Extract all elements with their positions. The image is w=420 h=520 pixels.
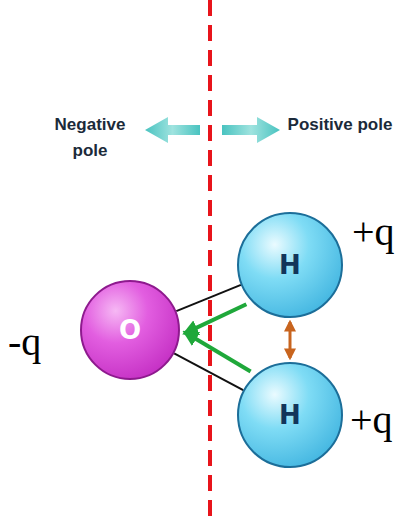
- atom-symbol: H: [279, 400, 301, 430]
- atom-symbol: H: [279, 250, 301, 280]
- atom-symbol: O: [119, 315, 141, 345]
- atom-circle: H: [237, 212, 343, 318]
- atom-circle: H: [237, 362, 343, 468]
- divider-line: [208, 0, 212, 520]
- pole-label: Negative pole: [35, 112, 145, 165]
- pole-label: Positive pole: [285, 112, 395, 138]
- charge-label: +q: [350, 400, 393, 440]
- force-arrow: [185, 304, 246, 333]
- pole-arrow-left: [145, 117, 200, 143]
- force-arrow: [185, 332, 250, 371]
- force-arrow: [289, 322, 292, 358]
- pole-arrow-right: [222, 117, 280, 143]
- charge-label: +q: [352, 212, 395, 252]
- bond-line: [176, 285, 241, 311]
- charge-label: -q: [8, 322, 41, 362]
- atom-circle: O: [80, 280, 180, 380]
